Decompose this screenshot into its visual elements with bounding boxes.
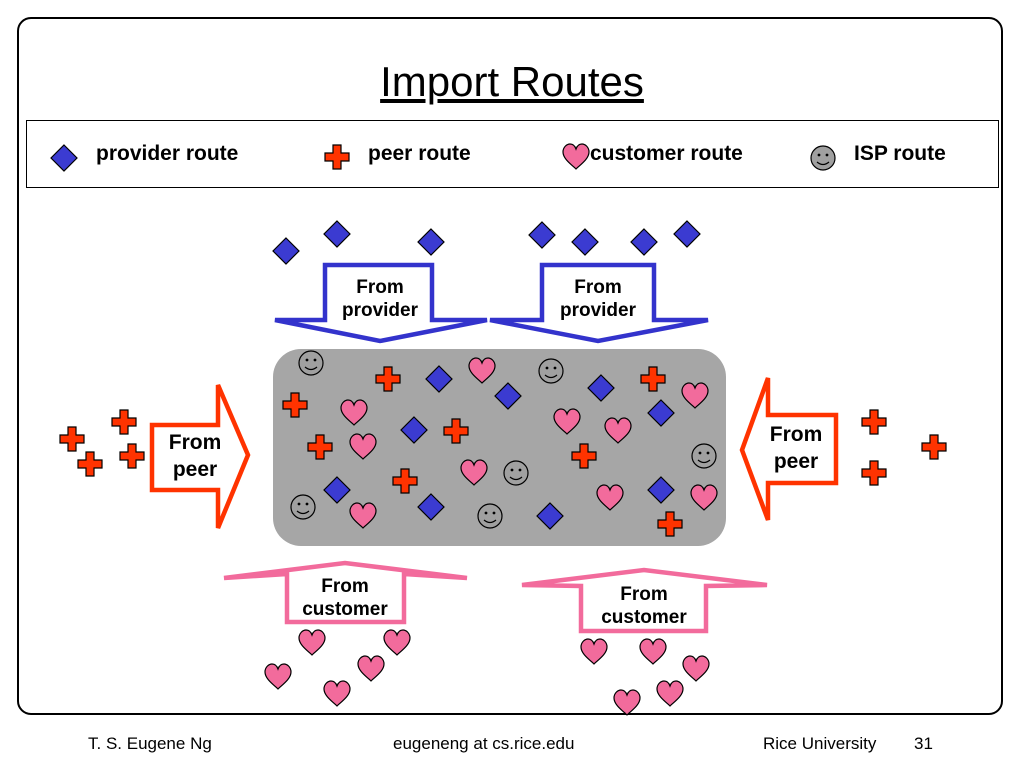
customer-route-icon [639, 638, 667, 665]
peer-route-icon [119, 443, 145, 469]
peer-route-icon [59, 426, 85, 452]
from-customer-arrow-left [223, 560, 468, 625]
provider-route-icon [673, 220, 701, 248]
footer-author: T. S. Eugene Ng [88, 734, 212, 753]
from-peer-arrow-right [739, 377, 839, 521]
customer-route-icon [264, 663, 292, 690]
provider-route-icon [50, 144, 78, 172]
isp-route-icon [503, 460, 529, 486]
from-provider-left-line1: From [356, 277, 404, 298]
provider-route-icon [630, 228, 658, 256]
legend-customer-label: customer route [590, 142, 743, 165]
footer-org: Rice University [763, 734, 877, 753]
customer-route-icon [656, 680, 684, 707]
from-customer-left-line1: From [321, 576, 369, 597]
from-peer-arrow-left [149, 384, 251, 529]
legend-isp-label: ISP route [854, 142, 946, 165]
from-provider-left-line2: provider [342, 300, 419, 321]
incoming-customer-routes [264, 629, 710, 716]
customer-route-icon [682, 655, 710, 682]
peer-route-icon [921, 434, 947, 460]
isp-route-icon [538, 358, 564, 384]
footer-email: eugeneng at cs.rice.edu [393, 734, 575, 753]
customer-route-icon [298, 629, 326, 656]
isp-route-icon [290, 494, 316, 520]
customer-route-icon [580, 638, 608, 665]
from-peer-left-line2: peer [173, 458, 217, 481]
from-customer-right-line1: From [620, 584, 668, 605]
incoming-provider-routes [272, 220, 701, 265]
peer-route-icon [77, 451, 103, 477]
isp-route-icon [810, 145, 836, 171]
from-customer-arrow-right [521, 567, 768, 634]
from-provider-arrow-left [274, 262, 488, 344]
isp-route-icon [298, 350, 324, 376]
peer-route-icon [111, 409, 137, 435]
provider-route-icon [417, 228, 445, 256]
peer-route-icon [324, 144, 350, 170]
legend-provider-label: provider route [96, 142, 239, 165]
from-customer-left-line2: customer [302, 599, 388, 620]
customer-route-icon [562, 143, 590, 170]
from-provider-right-line2: provider [560, 300, 637, 321]
slide-frame [17, 17, 1003, 715]
from-customer-right-line2: customer [601, 607, 687, 628]
from-provider-right-line1: From [574, 277, 622, 298]
legend-box [26, 120, 999, 188]
customer-route-icon [323, 680, 351, 707]
footer-page-number: 31 [914, 734, 933, 753]
isp-route-icon [691, 443, 717, 469]
peer-route-icon [861, 409, 887, 435]
slide-title: Import Routes [380, 58, 644, 105]
customer-route-icon [613, 689, 641, 716]
isp-route-icon [477, 503, 503, 529]
legend-peer-label: peer route [368, 142, 471, 165]
provider-route-icon [528, 221, 556, 249]
peer-route-icon [861, 460, 887, 486]
from-peer-right-line1: From [770, 423, 823, 446]
from-peer-left-line1: From [169, 431, 222, 454]
from-provider-arrow-right [489, 262, 709, 344]
provider-route-icon [571, 228, 599, 256]
provider-route-icon [272, 237, 300, 265]
customer-route-icon [357, 655, 385, 682]
provider-route-icon [323, 220, 351, 248]
customer-route-icon [383, 629, 411, 656]
from-peer-right-line2: peer [774, 450, 818, 473]
